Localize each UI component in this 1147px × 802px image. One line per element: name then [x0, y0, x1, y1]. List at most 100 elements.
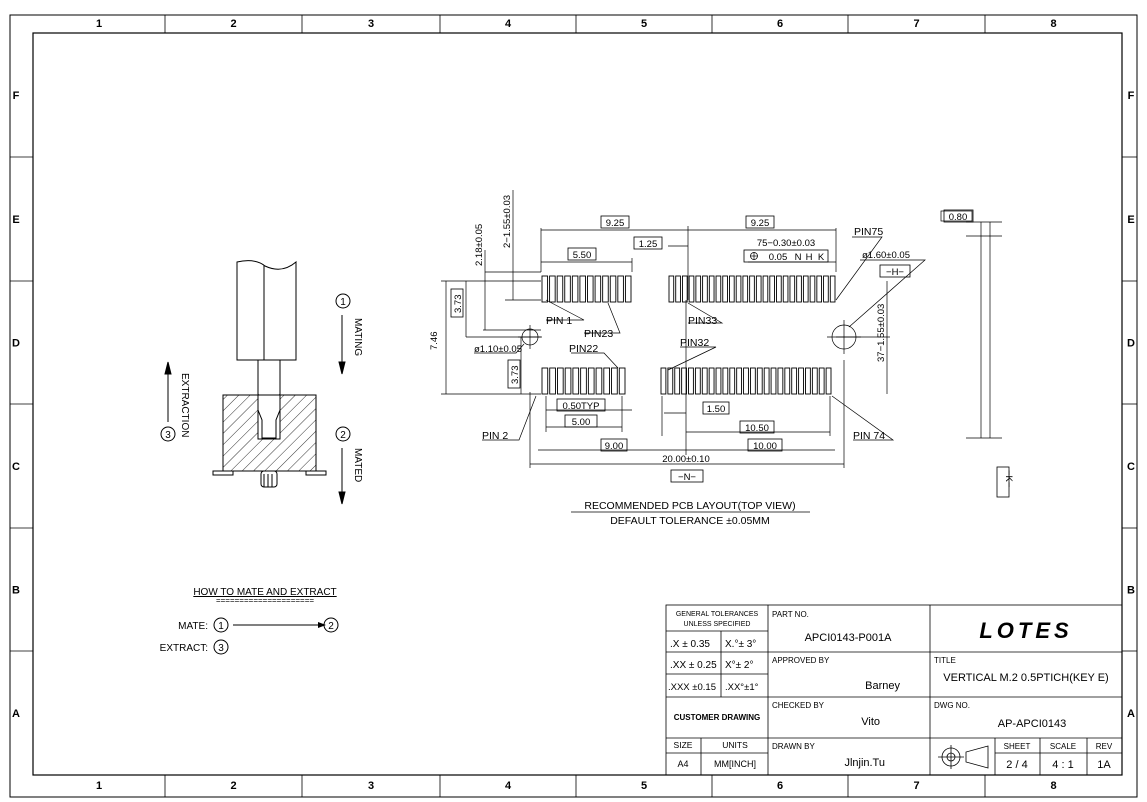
top-left-pad: [587, 275, 594, 303]
approved-by: Barney: [865, 680, 900, 692]
customer-drawing: CUSTOMER DRAWING: [674, 713, 761, 722]
bottom-left-pad: [595, 367, 603, 395]
bottom-left-pad: [611, 367, 618, 395]
step-2-number: 2: [340, 430, 346, 441]
top-left-pad: [617, 275, 624, 303]
dim-0-80: 0.80: [949, 212, 968, 223]
zone-column-label: 8: [1050, 18, 1056, 30]
zone-row-label: C: [12, 461, 20, 473]
rev-value: 1A: [1097, 759, 1111, 771]
top-right-pad: [816, 275, 823, 303]
bottom-right-pad: [791, 367, 798, 395]
dim-10-50: 10.50: [745, 423, 769, 434]
top-right-pad: [776, 275, 782, 303]
dim-20-00: 20.00±0.10: [662, 454, 709, 465]
zone-column-label: 4: [505, 780, 512, 792]
top-left-pad: [609, 275, 617, 303]
part-no: APCI0143-P001A: [805, 632, 892, 644]
top-left-pad: [602, 275, 609, 303]
bottom-right-pad: [729, 367, 736, 395]
bottom-left-pad: [618, 367, 626, 395]
bottom-left-pad: [549, 367, 556, 395]
bottom-right-pad: [667, 367, 674, 395]
extraction-label: EXTRACTION: [179, 373, 190, 437]
title-label: TITLE: [934, 656, 956, 665]
top-left-pad: [594, 275, 602, 303]
pin-labels: PIN75 PIN 1 PIN23 PIN33 PIN22 PIN32 PIN …: [482, 226, 885, 442]
zone-row-label: C: [1127, 461, 1135, 473]
top-right-pad: [755, 275, 762, 303]
tol-x-linear: .X ± 0.35: [670, 639, 710, 650]
top-left-pad: [549, 275, 556, 303]
zone-column-label: 1: [96, 780, 102, 792]
tol-xxx-linear: .XXX ±0.15: [668, 682, 716, 693]
top-right-pad: [769, 275, 775, 303]
size-label: SIZE: [674, 740, 693, 750]
bottom-left-pad: [557, 367, 564, 395]
top-right-pad: [762, 275, 769, 303]
bottom-right-pad: [736, 367, 743, 395]
top-left-pad: [556, 275, 564, 303]
step-1-circle: [335, 293, 351, 309]
bottom-right-pad: [674, 367, 681, 395]
step-3-number: 3: [165, 430, 171, 441]
dwg-no-label: DWG NO.: [934, 701, 970, 710]
gen-tol-line2: UNLESS SPECIFIED: [684, 621, 751, 628]
pin-33-label: PIN33: [688, 315, 717, 327]
drawn-label: DRAWN BY: [772, 742, 815, 751]
dim-datum-h: H: [806, 252, 813, 263]
bottom-right-pad: [660, 367, 667, 395]
step-1-number: 1: [340, 297, 346, 308]
top-right-pad: [735, 275, 742, 303]
step-3-circle: [160, 426, 176, 442]
dim-10-00: 10.00: [753, 441, 777, 452]
dim-5-00: 5.00: [572, 417, 591, 428]
mating-arrow: [338, 315, 346, 375]
tol-x-angular: X.°± 3°: [725, 639, 756, 650]
bottom-left-pad: [541, 367, 549, 395]
top-right-pad: [796, 275, 802, 303]
top-left-pad: [541, 275, 549, 303]
projection-symbol: [938, 745, 989, 769]
top-right-pad: [702, 275, 708, 303]
zone-row-label: F: [13, 90, 20, 102]
dim-050typ: 0.50TYP: [563, 401, 600, 412]
top-right-pad: [708, 275, 715, 303]
pin-75-label: PIN75: [854, 226, 883, 238]
top-left-pad: [579, 275, 586, 303]
tol-xx-angular: X°± 2°: [725, 660, 754, 671]
top-right-pad: [742, 275, 749, 303]
title-block-text: GENERAL TOLERANCES UNLESS SPECIFIED .X ±…: [668, 610, 1113, 771]
top-right-pad: [789, 275, 796, 303]
extract-label: EXTRACT:: [160, 643, 208, 654]
dim-boxes: [450, 209, 1010, 498]
how-to-underline: =====================: [216, 596, 314, 605]
zone-row-label: A: [1127, 708, 1135, 720]
mating-label: MATING: [352, 318, 363, 356]
mate-from-number: 1: [218, 621, 224, 632]
mate-to-circle: [323, 617, 339, 633]
company-logo: LOTES: [979, 618, 1072, 643]
bottom-right-pad: [756, 367, 763, 395]
approved-label: APPROVED BY: [772, 656, 830, 665]
sheet-label: SHEET: [1004, 742, 1031, 751]
dimension-lines: [441, 190, 1002, 513]
bottom-right-pad: [701, 367, 708, 395]
bottom-right-pad: [798, 367, 804, 395]
bottom-right-pad: [805, 367, 811, 395]
bottom-right-pad: [715, 367, 722, 395]
rev-label: REV: [1096, 742, 1113, 751]
bottom-right-pad: [743, 367, 749, 395]
bottom-right-pad: [770, 367, 777, 395]
how-to-heading: HOW TO MATE AND EXTRACT: [193, 587, 336, 598]
top-right-pad: [695, 275, 702, 303]
mated-label: MATED: [352, 448, 363, 482]
top-right-pad: [782, 275, 789, 303]
dwg-no: AP-APCI0143: [998, 718, 1066, 730]
dimension-texts: 9.25 9.25 5.50 1.25 75−0.30±0.03 0.05 N …: [429, 195, 1014, 488]
bottom-right-pad: [708, 367, 715, 395]
top-right-pad: [749, 275, 755, 303]
dim-7-46: 7.46: [429, 332, 440, 351]
dim-75-pitch: 75−0.30±0.03: [757, 238, 815, 249]
